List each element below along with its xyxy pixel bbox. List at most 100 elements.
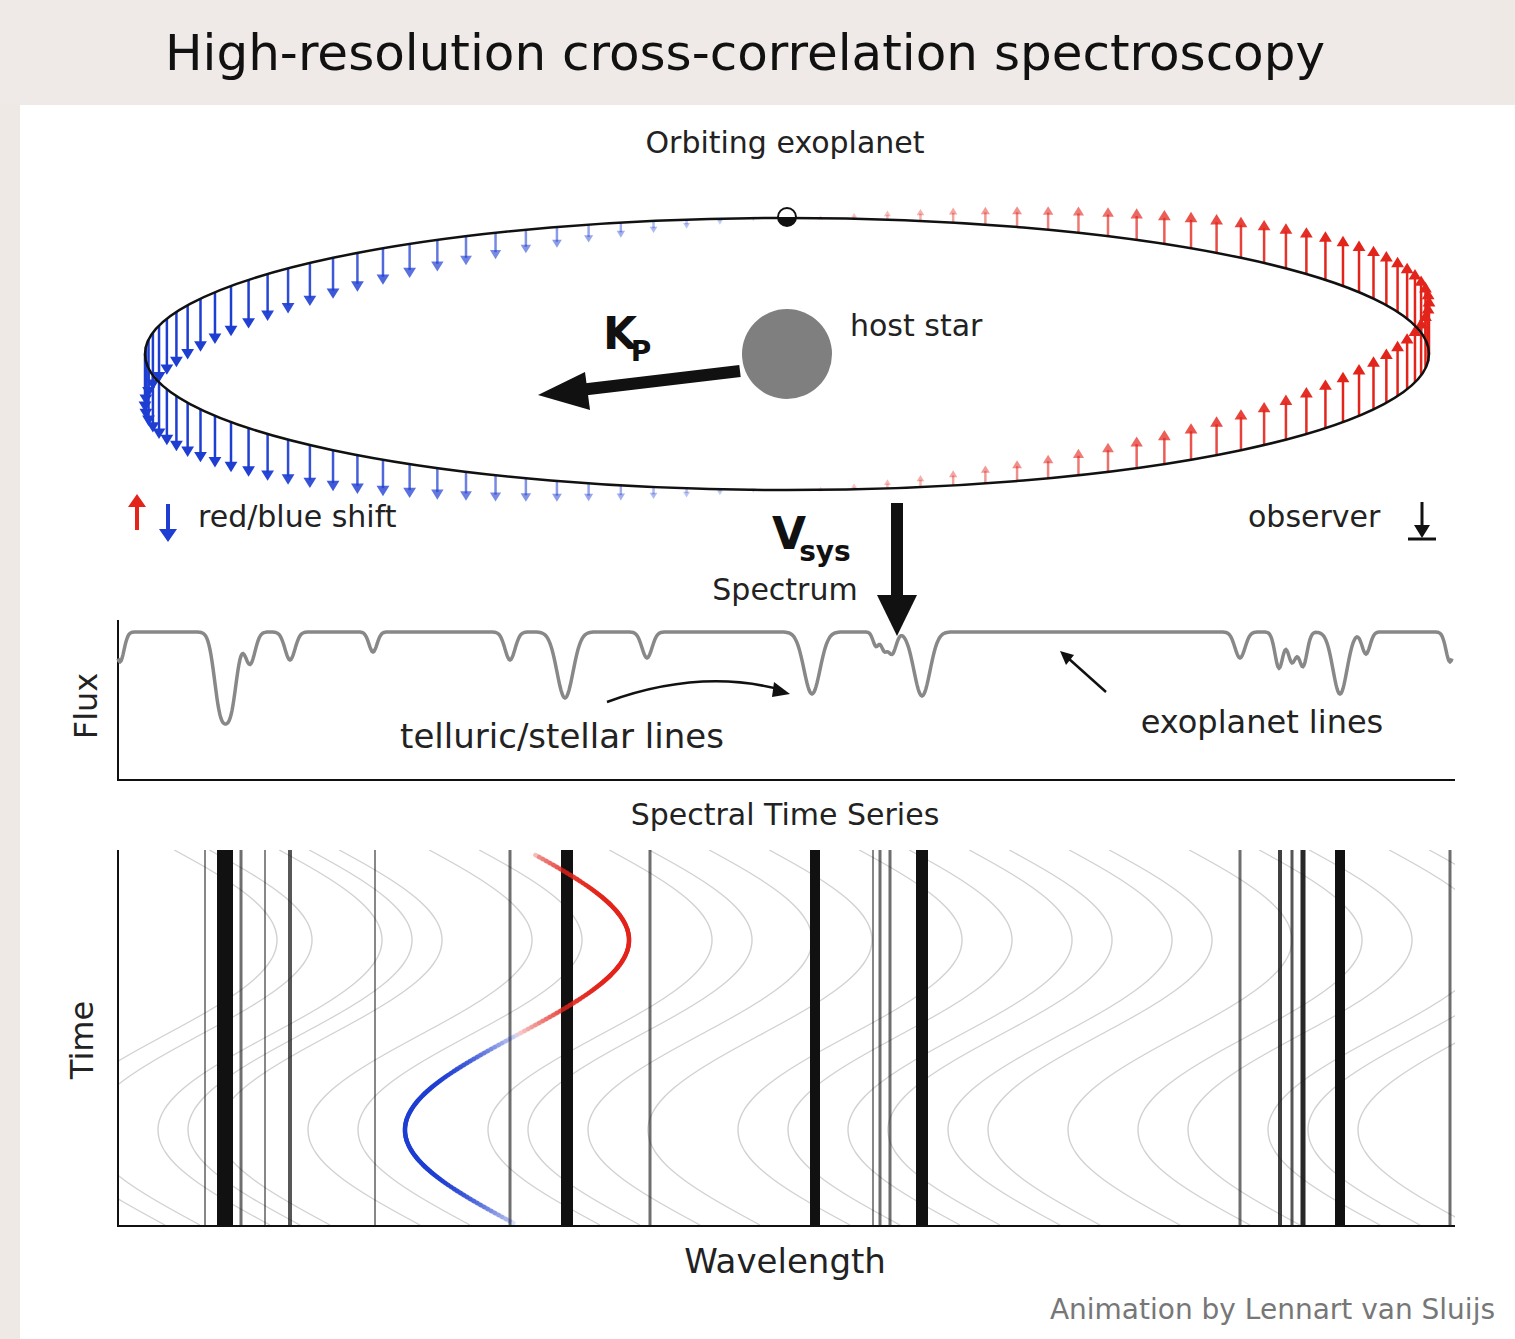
- velocity-arrow: [1372, 254, 1375, 299]
- velocity-arrow: [1263, 228, 1266, 263]
- arrow-head: [351, 281, 364, 291]
- velocity-arrow: [1342, 244, 1345, 286]
- arrow-head: [1258, 402, 1271, 412]
- arrow-head: [225, 326, 238, 336]
- faint-track: [358, 850, 582, 1225]
- kp-arrow: [538, 371, 740, 410]
- arrow-head: [981, 207, 990, 214]
- arrow-head: [884, 211, 891, 217]
- arrow-head: [327, 481, 340, 491]
- arrow-head: [1012, 460, 1022, 468]
- arrow-head: [431, 261, 443, 271]
- velocity-arrow: [1396, 349, 1399, 396]
- arrow-head: [1367, 356, 1380, 366]
- velocity-arrow: [408, 464, 411, 490]
- velocity-arrow: [166, 389, 169, 437]
- arrow-head: [242, 466, 255, 476]
- velocity-arrow: [158, 326, 161, 375]
- arrow-head: [1073, 206, 1084, 215]
- velocity-arrow: [1414, 334, 1417, 383]
- arrow-head: [170, 357, 183, 367]
- velocity-arrow: [166, 319, 169, 367]
- arrow-head: [1210, 214, 1223, 224]
- arrow-head: [1043, 455, 1053, 464]
- velocity-arrow: [186, 305, 189, 351]
- telluric-line: [872, 850, 874, 1225]
- velocity-arrow: [1215, 222, 1218, 253]
- arrow-head: [1300, 387, 1313, 397]
- legend-row: red/blue shift: [198, 500, 396, 535]
- credit: Animation by Lennart van Sluijs: [1050, 1294, 1495, 1326]
- arrow-head: [153, 429, 166, 439]
- telluric-line: [916, 850, 928, 1225]
- velocity-arrow: [1372, 364, 1375, 409]
- faint-track: [948, 850, 1172, 1225]
- velocity-arrow: [214, 292, 217, 336]
- star-circle: host star: [742, 309, 832, 399]
- redblue-icon: [128, 494, 177, 542]
- faint-track: [158, 850, 382, 1225]
- velocity-arrow: [1324, 239, 1327, 280]
- arrow-head: [552, 240, 562, 248]
- velocity-arrow: [1107, 215, 1110, 237]
- faint-track: [1308, 850, 1455, 1225]
- arrow-head: [1337, 372, 1350, 382]
- velocity-arrow: [1305, 235, 1308, 274]
- panel-heading: Spectral Time Series: [631, 798, 940, 833]
- velocity-arrow: [199, 299, 202, 344]
- telluric-line: [374, 850, 376, 1225]
- telluric-line: [1301, 850, 1306, 1225]
- observer-arrow: [1408, 502, 1436, 539]
- arrow-head: [490, 492, 501, 501]
- arrow-head: [1130, 436, 1142, 446]
- faint-planet-tracks: [119, 850, 1455, 1225]
- telluric-line: [1278, 850, 1282, 1225]
- arrow-head: [225, 462, 238, 472]
- velocity-arrow: [1077, 213, 1080, 232]
- arrow-head: [194, 341, 207, 351]
- axis-label: Wavelength: [684, 1242, 886, 1281]
- velocity-arrow: [556, 481, 559, 496]
- observer-label: observer: [1248, 500, 1380, 535]
- arrow-head: [170, 441, 183, 451]
- arrow-head: [1319, 379, 1332, 389]
- arrow-head: [1337, 236, 1350, 246]
- velocity-arrow: [1385, 259, 1388, 305]
- arrow-head: [521, 245, 531, 254]
- velocity-arrow: [186, 403, 189, 449]
- velocity-arrows: [139, 206, 1436, 502]
- arrow-head: [521, 493, 531, 502]
- arrow-head: [917, 475, 925, 481]
- velocity-arrow: [1305, 395, 1308, 434]
- arrow-head: [1380, 349, 1393, 359]
- velocity-arrow: [382, 248, 385, 277]
- arrow-head: [1185, 212, 1198, 222]
- velocity-arrow: [214, 416, 217, 460]
- velocity-arrow: [984, 471, 987, 483]
- arrow-head: [1422, 289, 1435, 299]
- arrow-head: [282, 474, 295, 484]
- velocity-arrow: [1190, 431, 1193, 460]
- legend-text: red/blue shift: [198, 499, 396, 534]
- arrow-head: [1073, 449, 1084, 458]
- arrow-head: [403, 488, 416, 498]
- arrow-head: [160, 364, 173, 374]
- arrow-head: [1258, 220, 1271, 230]
- velocity-arrow: [1396, 265, 1399, 312]
- arrow-head: [1409, 269, 1422, 279]
- spectrum-axes: [117, 620, 1455, 780]
- arrow-head: [1043, 206, 1053, 215]
- arrow-head: [261, 470, 274, 480]
- velocity-arrow: [587, 483, 590, 495]
- velocity-arrow: [1342, 380, 1345, 422]
- faint-track: [788, 850, 1012, 1225]
- faint-track: [738, 850, 962, 1225]
- arrow-head: [617, 494, 625, 501]
- velocity-arrow: [356, 253, 359, 284]
- exoplanet-symbol: [778, 208, 796, 226]
- velocity-arrow: [465, 472, 468, 494]
- arrow-head: [1353, 241, 1366, 251]
- faint-track: [1358, 850, 1455, 1225]
- velocity-arrow: [1427, 297, 1430, 347]
- telluric-lines: [205, 850, 1450, 1225]
